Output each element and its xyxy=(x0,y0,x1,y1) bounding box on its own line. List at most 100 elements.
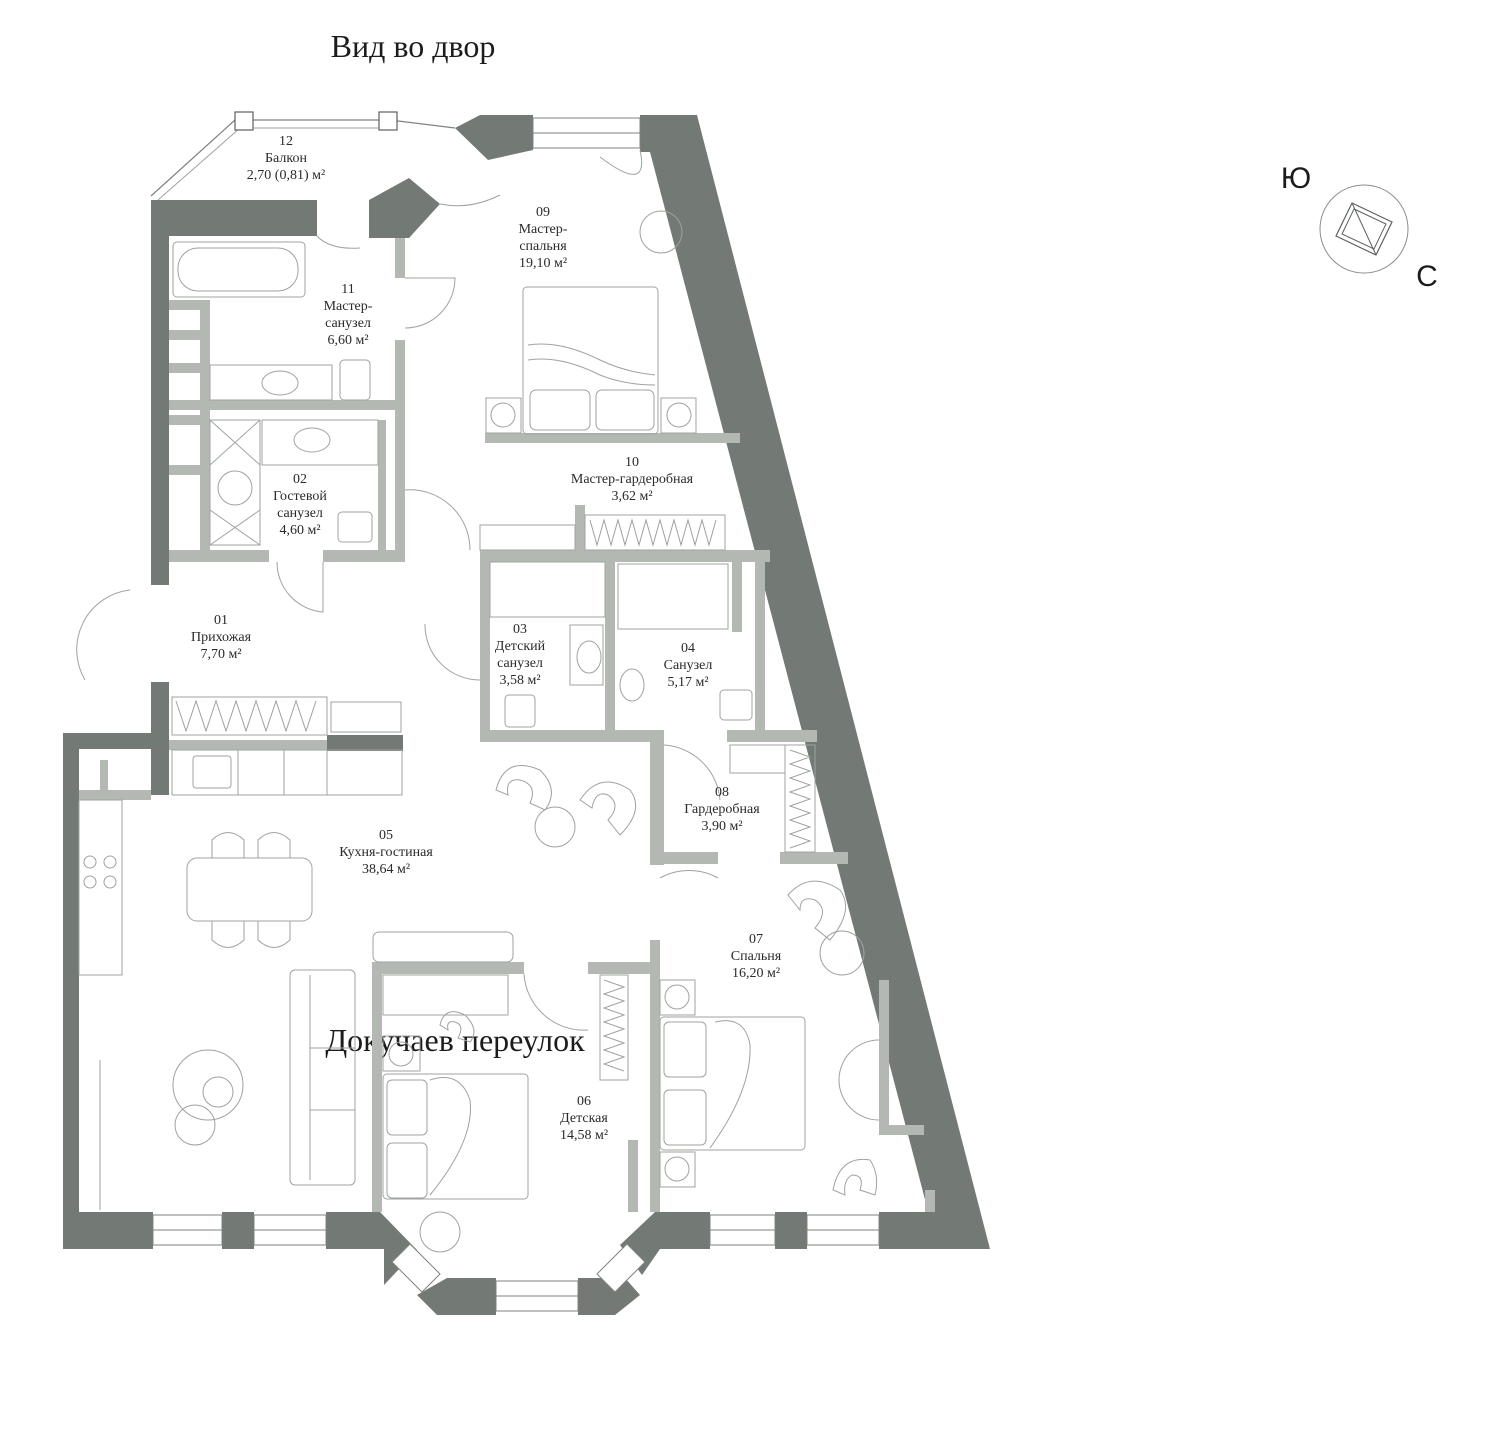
iwall-26 xyxy=(372,962,382,1212)
room-label-11: 11 Мастер- санузел 6,60 м² xyxy=(324,282,373,348)
wall-right-slanted xyxy=(640,115,990,1249)
room-label-04: 04 Санузел 5,17 м² xyxy=(664,641,713,690)
iwall-17 xyxy=(480,730,663,742)
dining-table-icon xyxy=(186,857,313,922)
kids-desk xyxy=(382,974,509,1016)
svg-text:02: 02 xyxy=(293,472,307,487)
iwall-28 xyxy=(628,1140,638,1212)
svg-text:санузел: санузел xyxy=(497,656,543,671)
svg-text:Кухня-гостиная: Кухня-гостиная xyxy=(339,845,433,860)
street-label-top: Вид во двор xyxy=(331,28,496,64)
svg-text:3,58 м²: 3,58 м² xyxy=(499,673,540,688)
kitchen-counter-dark xyxy=(327,735,403,751)
iwall-27 xyxy=(588,962,658,974)
window-bay-right xyxy=(596,1243,646,1293)
iwall-11 xyxy=(323,550,405,562)
iwall-29 xyxy=(879,1125,924,1135)
svg-text:Мастер-: Мастер- xyxy=(324,299,373,314)
iwall-1 xyxy=(395,238,405,278)
sofa-icon xyxy=(289,969,356,1186)
kids-wardrobe xyxy=(599,974,629,1081)
room-labels: 01 Прихожая 7,70 м² 02 Гостевой санузел … xyxy=(191,134,782,1143)
wall-left-lower xyxy=(63,733,79,1249)
iwall-16 xyxy=(605,562,615,740)
balcony-post-left xyxy=(234,111,254,131)
fixtures xyxy=(76,149,880,1253)
street-label-bottom: Докучаев переулок xyxy=(325,1022,585,1058)
tv-console xyxy=(372,931,514,963)
iwall-5 xyxy=(169,300,200,310)
bedroom-nightstand-bottom xyxy=(659,1151,696,1188)
iwall-master-bottom xyxy=(485,433,740,443)
wall-bottom-4 xyxy=(879,1212,939,1249)
svg-text:11: 11 xyxy=(341,282,354,297)
room-label-06: 06 Детская 14,58 м² xyxy=(560,1094,608,1143)
sink-counter xyxy=(209,364,333,401)
svg-text:Детский: Детский xyxy=(495,639,546,654)
window-bay-left xyxy=(391,1243,441,1293)
kitchen-counter xyxy=(171,749,403,796)
windows xyxy=(152,117,880,1312)
iwall-6 xyxy=(169,330,200,340)
compass-south-label: Ю xyxy=(1281,162,1311,195)
bath04-sink xyxy=(619,668,645,702)
svg-text:03: 03 xyxy=(513,622,527,637)
wall-bottom-1 xyxy=(63,1212,153,1249)
washer-icon xyxy=(217,470,253,506)
nightstand-right xyxy=(660,397,697,434)
svg-text:04: 04 xyxy=(681,641,695,656)
svg-text:Мастер-: Мастер- xyxy=(519,222,568,237)
iwall-3 xyxy=(169,400,395,410)
room-label-02: 02 Гостевой санузел 4,60 м² xyxy=(273,472,327,538)
coffee-table-icon xyxy=(172,1049,244,1121)
door-swing xyxy=(404,277,456,329)
kids-bed-icon xyxy=(382,1073,529,1200)
iwall-18 xyxy=(650,730,664,865)
iwall-32 xyxy=(79,790,151,800)
wall-bay-left xyxy=(326,1212,417,1285)
svg-text:05: 05 xyxy=(379,828,393,843)
bath04-shower xyxy=(617,563,729,630)
kids-nightstand xyxy=(382,1035,421,1072)
bedroom-nightstand-top xyxy=(659,979,696,1016)
svg-text:санузел: санузел xyxy=(277,506,323,521)
room-label-08: 08 Гардеробная 3,90 м² xyxy=(684,785,760,834)
compass-north-label: С xyxy=(1416,260,1438,293)
iwall-20 xyxy=(650,940,660,1212)
room-label-12: 12 Балкон 2,70 (0,81) м² xyxy=(247,134,325,183)
svg-text:08: 08 xyxy=(715,785,729,800)
iwall-34 xyxy=(169,740,327,750)
wardrobe-master xyxy=(584,514,726,551)
iwall-31 xyxy=(925,1190,935,1212)
svg-text:6,60 м²: 6,60 м² xyxy=(327,333,368,348)
kids-sink-counter xyxy=(569,624,604,686)
svg-text:7,70 м²: 7,70 м² xyxy=(200,647,241,662)
svg-text:2,70 (0,81) м²: 2,70 (0,81) м² xyxy=(247,168,325,183)
wall-bay-bottom-right xyxy=(578,1278,640,1315)
room-label-07: 07 Спальня 16,20 м² xyxy=(731,932,782,981)
svg-text:3,62 м²: 3,62 м² xyxy=(611,489,652,504)
iwall-23 xyxy=(755,562,765,737)
kids-toilet-icon xyxy=(504,694,536,728)
round-table-icon xyxy=(639,210,683,254)
iwall-7 xyxy=(169,363,200,373)
iwall-22 xyxy=(732,562,742,632)
wall-balcony-pillar xyxy=(369,178,440,238)
kids-bathtub xyxy=(489,561,606,618)
wall-left-upper xyxy=(151,200,169,585)
iwall-33 xyxy=(100,760,108,790)
bathtub-icon xyxy=(172,241,306,298)
svg-text:Мастер-гардеробная: Мастер-гардеробная xyxy=(571,472,694,487)
svg-text:10: 10 xyxy=(625,455,639,470)
shower-tray xyxy=(209,419,261,546)
iwall-9 xyxy=(169,465,200,475)
svg-text:07: 07 xyxy=(749,932,763,947)
kitchen-sink-icon xyxy=(192,755,232,789)
compass-ring xyxy=(1319,184,1409,274)
iwall-21 xyxy=(727,730,817,742)
balcony xyxy=(150,111,501,249)
svg-text:Спальня: Спальня xyxy=(731,949,782,964)
guest-sink-counter xyxy=(261,419,379,466)
svg-text:Балкон: Балкон xyxy=(265,151,307,166)
compass-needle-icon xyxy=(1335,202,1393,256)
